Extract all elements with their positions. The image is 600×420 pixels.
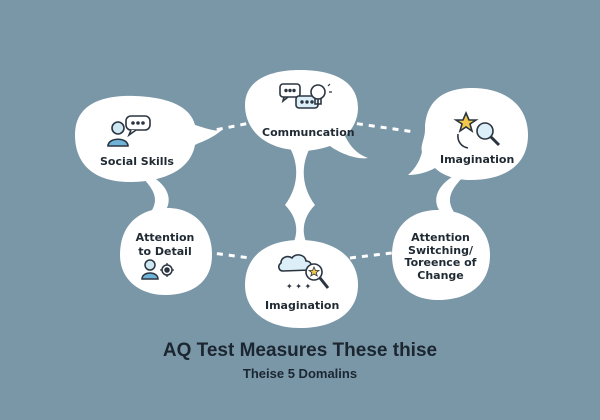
label-communication: Communcation — [262, 126, 355, 139]
person-gears-icon — [141, 259, 174, 280]
bubble-attention-detail — [120, 208, 212, 295]
dash-detail-imagination — [204, 250, 251, 260]
star-magnifier-icon — [453, 110, 501, 149]
label-attention-switching: Attention Switching/ Toreence of Change — [404, 231, 477, 282]
bubble-imagination-top — [408, 88, 528, 180]
label-imagination-bottom: Imagination — [265, 299, 340, 312]
connector-center-top — [285, 140, 315, 205]
dashed-connectors — [204, 120, 416, 260]
bubble-imagination-bottom — [245, 240, 358, 328]
dash-imagination-switching — [349, 250, 401, 260]
person-speech-bubble-icon — [107, 115, 151, 147]
diagram-subtitle: Theise 5 Domalins — [242, 366, 358, 381]
bubble-social-skills — [75, 95, 222, 182]
bubble-attention-switching — [392, 210, 490, 300]
label-imagination-top: Imagination — [440, 153, 515, 166]
label-social-skills: Social Skills — [100, 155, 174, 168]
label-attention-detail: Attention to Detail — [135, 231, 195, 258]
diagram-title: AQ Test Measures These thise — [162, 340, 438, 361]
connector-center-bottom — [285, 205, 315, 255]
dash-social-communication — [204, 120, 256, 134]
svg-text:✦ ✦ ✦: ✦ ✦ ✦ — [286, 282, 311, 291]
bubble-communication — [245, 70, 368, 159]
dash-communication-imagination — [344, 120, 416, 134]
chat-lightbulb-icon — [279, 83, 332, 109]
cloud-magnifier-stars-icon: ✦ ✦ ✦ — [278, 254, 330, 291]
bubbles — [75, 70, 528, 328]
